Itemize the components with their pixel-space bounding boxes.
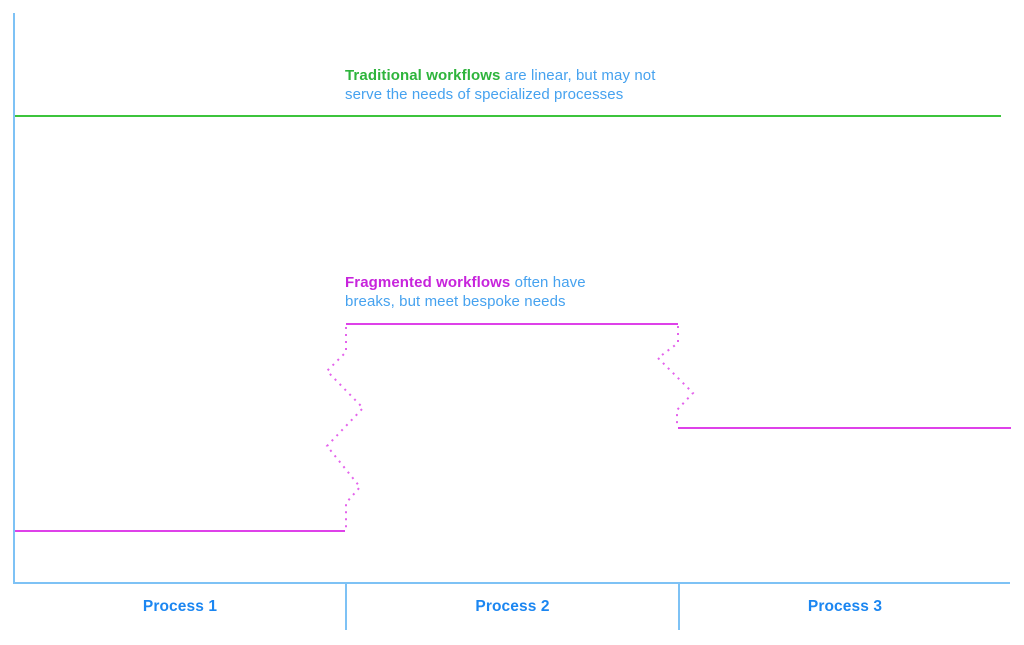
fragmented-annotation-line2: breaks, but meet bespoke needs xyxy=(345,293,566,310)
traditional-annotation-highlight: Traditional workflows xyxy=(345,67,501,84)
traditional-annotation: Traditional workflows are linear, but ma… xyxy=(345,66,655,104)
traditional-annotation-line1: Traditional workflows are linear, but ma… xyxy=(345,66,655,85)
fragmented-annotation-highlight: Fragmented workflows xyxy=(345,274,511,291)
x-axis-label-process-3: Process 3 xyxy=(807,598,883,615)
x-axis-label-process-1: Process 1 xyxy=(142,598,218,615)
fragmented-annotation-line1: Fragmented workflows often have xyxy=(345,273,586,292)
fragmented-break-1-zigzag xyxy=(325,327,365,529)
x-axis-label-process-2: Process 2 xyxy=(475,598,550,615)
fragmented-annotation-text: often have xyxy=(514,274,586,291)
traditional-annotation-text: are linear, but may not xyxy=(504,67,656,84)
traditional-annotation-line2: serve the needs of specialized processes xyxy=(345,86,624,103)
fragmented-annotation: Fragmented workflows often have breaks, … xyxy=(345,273,586,311)
fragmented-break-2-zigzag xyxy=(656,326,695,426)
